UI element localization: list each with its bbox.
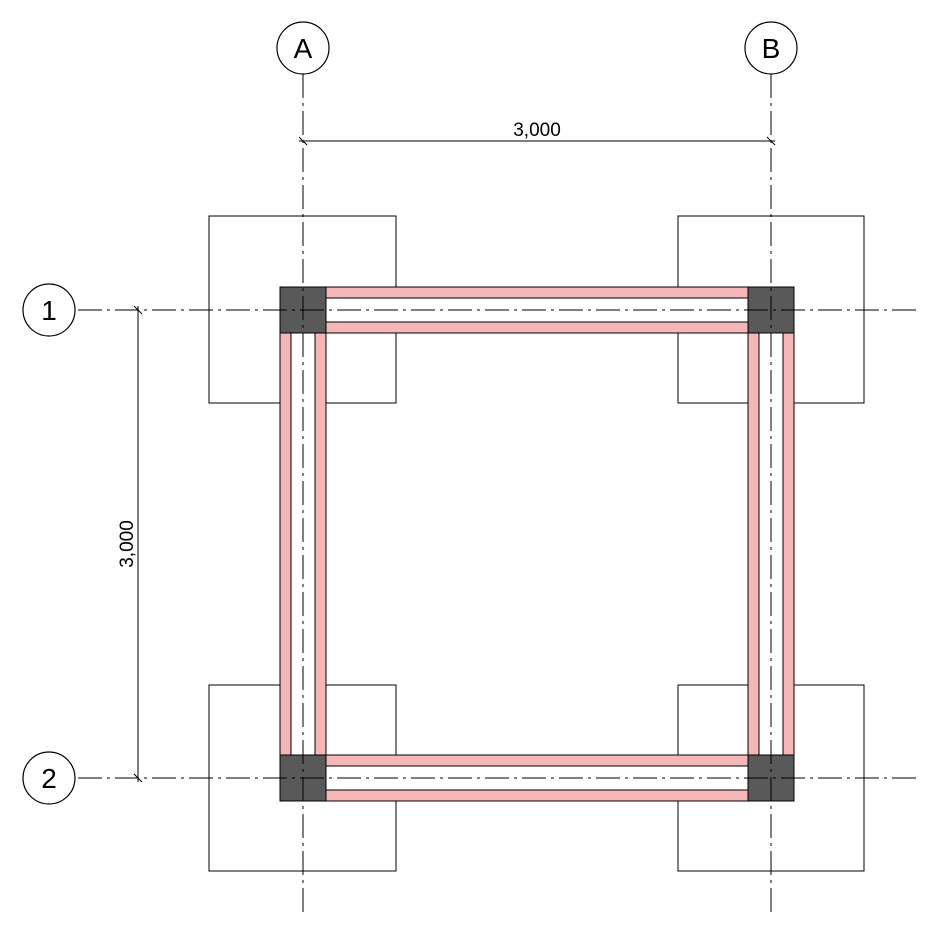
dimension-tick	[298, 136, 308, 146]
beam-top-edge	[325, 286, 749, 299]
grid-label-b: B	[762, 33, 781, 64]
dimension-tick	[133, 773, 143, 783]
beam-right	[747, 332, 795, 756]
beam-right-edge	[782, 332, 795, 756]
dimension-horizontal: 3,000	[298, 120, 776, 146]
grid-bubble-2: 2	[22, 751, 76, 805]
grid-label-a: A	[294, 33, 313, 64]
dimension-tick	[766, 136, 776, 146]
grid-label-2: 2	[41, 763, 57, 794]
dimension-vertical: 3,000	[117, 305, 143, 783]
grid-bubbles: A B 1 2	[22, 21, 798, 805]
dimension-text-vertical: 3,000	[117, 520, 138, 568]
beam-top-edge	[325, 321, 749, 334]
beam-right-edge	[747, 332, 760, 756]
beam-bottom-edge	[325, 754, 749, 767]
dimension-text-horizontal: 3,000	[513, 120, 561, 141]
grid-label-1: 1	[41, 295, 57, 326]
beams	[279, 286, 795, 802]
grid-bubble-1: 1	[22, 283, 76, 337]
beam-left-edge	[314, 332, 327, 756]
dimension-tick	[133, 305, 143, 315]
beam-left	[279, 332, 327, 756]
beam-bottom-edge	[325, 789, 749, 802]
beam-left-edge	[279, 332, 292, 756]
grid-bubble-a: A	[276, 21, 330, 75]
grid-bubble-b: B	[744, 21, 798, 75]
grid-lines	[78, 74, 918, 915]
